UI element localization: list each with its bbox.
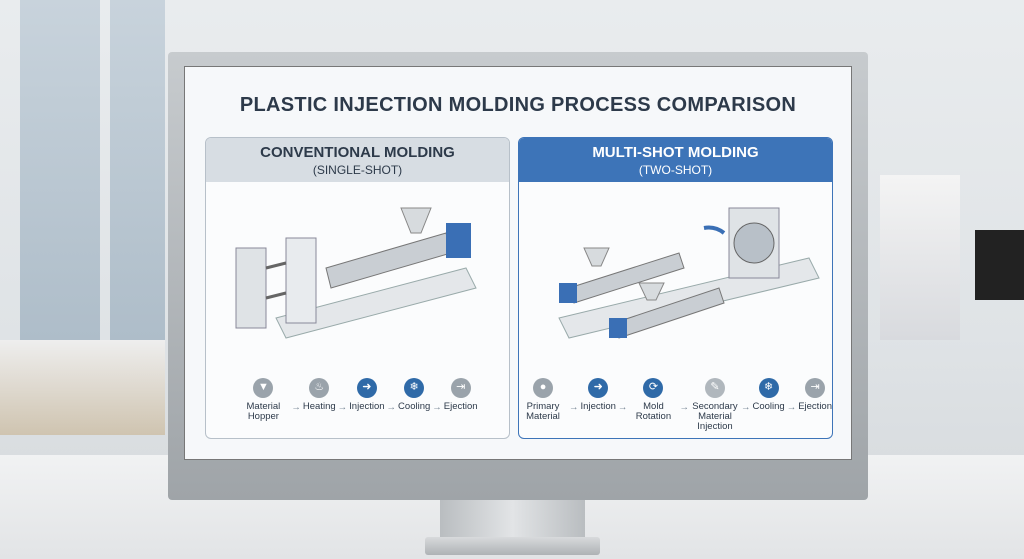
- panel-header: MULTI-SHOT MOLDING (TWO-SHOT): [519, 138, 832, 182]
- panel-heading: CONVENTIONAL MOLDING: [260, 144, 455, 161]
- arrow-connector: →: [740, 402, 751, 413]
- process-steps: ●Primary Material→➜Injection→⟳Mold Rotat…: [519, 378, 832, 432]
- arrow-right-icon: ➜: [588, 378, 609, 398]
- panel-subheading: (TWO-SHOT): [638, 163, 713, 177]
- background-monitor: [975, 230, 1024, 300]
- arrow-connector: →: [432, 402, 442, 413]
- panel-subheading: (SINGLE-SHOT): [312, 163, 403, 177]
- step-label: Secondary Material Injection: [692, 401, 738, 432]
- step-label: Ejection: [443, 401, 478, 412]
- page-title: PLASTIC INJECTION MOLDING PROCESS COMPAR…: [239, 94, 797, 116]
- step-label: Mold Rotation: [635, 401, 672, 422]
- snowflake-icon: ❄: [404, 378, 425, 398]
- process-step: ✎ Secondary Material Injection: [691, 378, 739, 432]
- monitor-stand: [440, 500, 585, 540]
- building-model-right: [880, 175, 960, 340]
- arrow-connector: →: [337, 402, 348, 413]
- window: [110, 0, 165, 340]
- exit-icon: ⇥: [450, 378, 471, 398]
- arrow-connector: →: [291, 402, 301, 413]
- two-shot-machine-illustration: [558, 207, 820, 339]
- arrow-right-icon: ➜: [356, 378, 377, 398]
- arrow-connector: →: [679, 402, 689, 413]
- step-label: Primary Material: [526, 401, 560, 422]
- step-label: Cooling: [752, 401, 785, 412]
- process-step: ⟳ Mold Rotation: [629, 378, 677, 422]
- process-step: ⇥ Ejection: [444, 378, 478, 412]
- window: [20, 0, 100, 340]
- arrow-connector: →: [617, 402, 628, 413]
- step-label: Cooling: [398, 401, 431, 412]
- step-label: Material Hopper: [246, 401, 281, 422]
- monitor-base: [425, 537, 600, 555]
- process-step: ● Primary Material: [519, 378, 567, 422]
- arrow-connector: →: [786, 402, 797, 413]
- exit-icon: ⇥: [805, 378, 826, 398]
- single-shot-machine-illustration: [235, 207, 477, 339]
- multi-shot-panel: MULTI-SHOT MOLDING (TWO-SHOT) ● Primary M…: [518, 137, 833, 439]
- droplet-icon: ●: [533, 378, 554, 398]
- process-step: ▼ Material Hopper: [237, 378, 289, 422]
- process-step: ♨ Heating: [303, 378, 336, 412]
- process-step: ➜ Injection: [581, 378, 616, 412]
- monitor: PLASTIC INJECTION MOLDING PROCESS COMPAR…: [168, 52, 868, 500]
- process-steps: ▼Material Hopper→♨Heating→➜Injection→❄Co…: [206, 378, 509, 422]
- building-model: [0, 340, 165, 435]
- conventional-panel: CONVENTIONAL MOLDING (SINGLE-SHOT) ▼ Mate…: [205, 137, 510, 439]
- step-label: Injection: [349, 401, 385, 412]
- step-label: Injection: [580, 401, 616, 412]
- rotate-icon: ⟳: [643, 378, 664, 398]
- arrow-connector: →: [569, 402, 579, 413]
- step-label: Ejection: [798, 401, 833, 412]
- process-step: ➜ Injection: [349, 378, 385, 412]
- process-step: ❄ Cooling: [752, 378, 785, 412]
- arrow-connector: →: [386, 402, 397, 413]
- snowflake-icon: ❄: [758, 378, 779, 398]
- process-step: ⇥ Ejection: [798, 378, 832, 412]
- process-step: ❄ Cooling: [398, 378, 430, 412]
- flame-icon: ♨: [309, 378, 330, 398]
- screen: PLASTIC INJECTION MOLDING PROCESS COMPAR…: [184, 66, 852, 460]
- panel-header: CONVENTIONAL MOLDING (SINGLE-SHOT): [206, 138, 509, 182]
- nozzle-icon: ✎: [704, 378, 725, 398]
- panel-heading: MULTI-SHOT MOLDING: [592, 144, 759, 161]
- step-label: Heating: [302, 401, 336, 412]
- hopper-icon: ▼: [253, 378, 274, 398]
